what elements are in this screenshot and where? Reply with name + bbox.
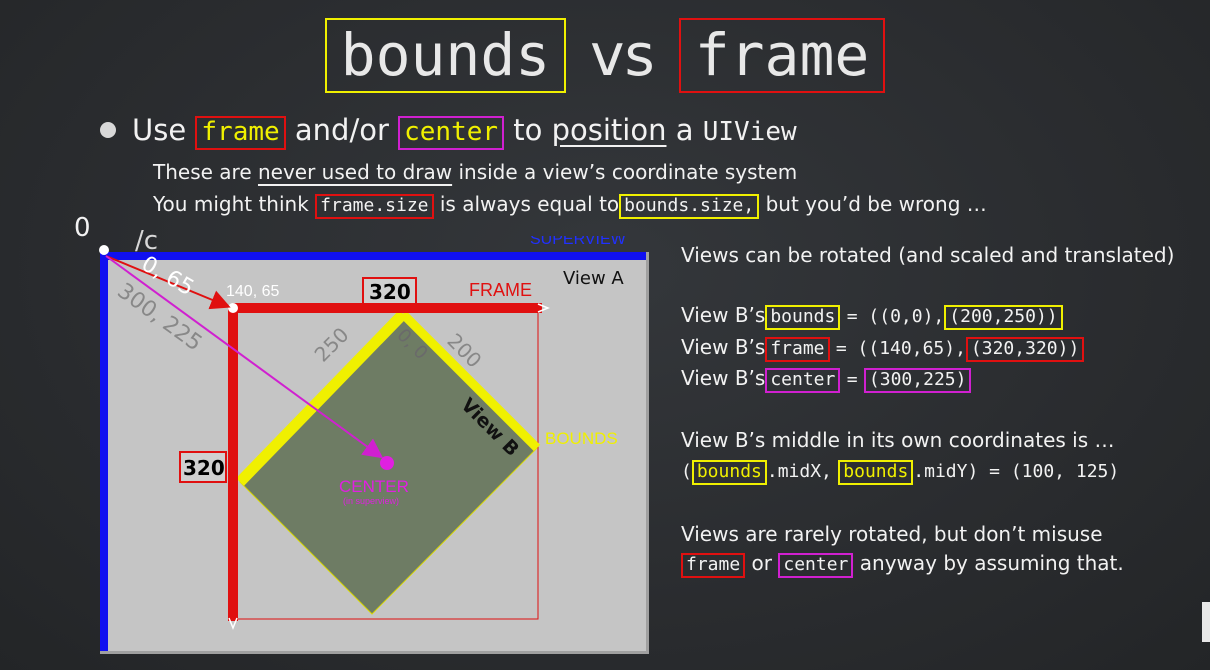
mid-bounds-1: bounds [691, 460, 767, 485]
superview-origin-dot [99, 245, 109, 255]
sub1-text-a: These are [153, 160, 252, 184]
mid-x: .midX, [766, 461, 832, 482]
bounds-edge-200 [399, 310, 541, 452]
bullet-line: Use frame and/or center to position a UI… [100, 113, 797, 150]
center-dot [380, 456, 394, 470]
frame-line-keyword: frame [765, 337, 830, 362]
origin-zero-label: 0 [74, 213, 91, 243]
center-label: CENTER [339, 477, 409, 496]
frame-width-label: 320 [369, 280, 411, 304]
last-frame-keyword: frame [681, 553, 746, 578]
partial-hidden-text: /c [135, 226, 159, 256]
bounds-line-eq: = ((0,0), [846, 306, 945, 327]
bullet-text-andor: and/or [294, 113, 389, 147]
edge-fragment [1202, 602, 1210, 642]
origin-to-center-arrow [105, 255, 384, 459]
sub2-frame-size: frame.size [315, 194, 434, 219]
title-bounds: bounds [324, 18, 567, 93]
sub2-text-a: You might think [153, 192, 309, 216]
right-line-1: Views can be rotated (and scaled and tra… [681, 243, 1175, 267]
bullet-center-keyword: center [398, 116, 505, 150]
sub-line-2: You might think frame.size is always equ… [153, 192, 987, 219]
right-last-line: frame or center anyway by assuming that. [681, 551, 1124, 578]
frame-origin-dot [228, 303, 238, 313]
superview-left-edge [100, 252, 108, 654]
last-center-keyword: center [778, 553, 854, 578]
sub2-text-c: is always equal to [439, 192, 620, 216]
frame-line-value: (320,320)) [965, 337, 1085, 362]
center-sub-label: (in superview) [343, 496, 399, 506]
sub2-bounds-size: bounds.size, [619, 194, 760, 219]
sub2-text-e: but you’d be wrong … [765, 192, 987, 216]
frame-width-box [362, 277, 417, 305]
last-rest: anyway by assuming that. [859, 551, 1124, 575]
bounds-label: BOUNDS [545, 429, 618, 448]
origin-to-frame-arrow [105, 255, 231, 310]
bounds-frame-diagram: SUPERVIEW 140, 65 0, 65 300, 225 320 FRA… [99, 236, 649, 654]
bullet-frame-keyword: frame [195, 116, 286, 150]
bullet-text-use: Use [132, 113, 187, 147]
right-mid-formula: (bounds.midX, bounds.midY) = (100, 125) [681, 458, 1119, 485]
frame-line-eq: = ((140,65), [835, 338, 966, 359]
frame-line-prefix: View B’s [681, 335, 766, 359]
mid-open-paren: ( [681, 461, 692, 482]
bullet-text-position: position [551, 113, 667, 147]
frame-origin-label: 140, 65 [226, 283, 279, 300]
bounds-line-prefix: View B’s [681, 303, 766, 327]
superview-top-edge [100, 252, 648, 260]
superview-label: SUPERVIEW [530, 236, 627, 248]
superview-bottom-edge [100, 651, 648, 654]
bounds-edge-250 [236, 310, 407, 486]
sub1-text-never-used: never used to draw [257, 160, 453, 184]
bullet-text-to: to [513, 113, 543, 147]
center-line-keyword: center [765, 368, 841, 393]
frame-label: FRAME [469, 280, 532, 300]
view-a-label: View A [563, 268, 624, 289]
frame-height-label: 320 [183, 456, 225, 480]
last-or: or [751, 551, 773, 575]
bounds-line-keyword: bounds [765, 305, 841, 330]
bounds-line-value: (200,250)) [944, 305, 1063, 330]
title-frame: frame [678, 18, 886, 93]
frame-height-box [179, 451, 227, 483]
sub-line-1: These are never used to draw inside a vi… [153, 160, 797, 184]
right-middle-line: View B’s middle in its own coordinates i… [681, 428, 1115, 452]
right-rarely-line: Views are rarely rotated, but don’t misu… [681, 522, 1103, 546]
center-line-value: (300,225) [863, 368, 972, 393]
bullet-text-a: a [675, 113, 694, 147]
bullet-icon [100, 122, 116, 138]
sub1-text-c: inside a view’s coordinate system [458, 160, 798, 184]
center-line-eq: = [846, 369, 858, 390]
title-vs: vs [590, 21, 655, 89]
superview-right-edge [646, 252, 649, 654]
mid-bounds-2: bounds [838, 460, 914, 485]
center-line-prefix: View B’s [681, 366, 766, 390]
bullet-uiview: UIView [702, 117, 797, 147]
mid-y: .midY) = (100, 125) [913, 461, 1120, 482]
